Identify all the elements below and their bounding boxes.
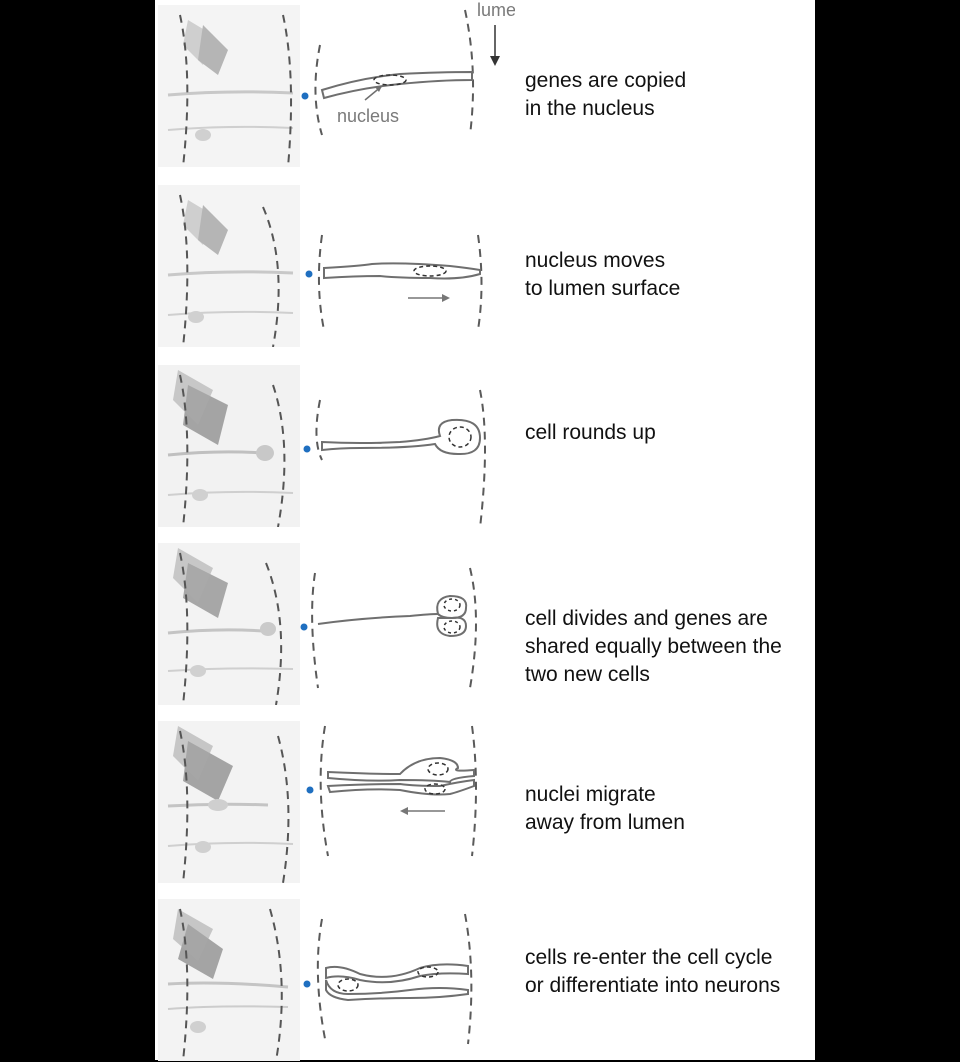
basal-wall <box>315 399 323 461</box>
basal-wall <box>319 725 329 857</box>
micrograph-3 <box>158 365 300 527</box>
lumen-wall <box>469 567 477 689</box>
micrograph-6 <box>158 899 300 1061</box>
step-panel-1: nucleus lumen genes are copied in the nu… <box>155 0 815 168</box>
nucleus-outline <box>448 426 472 448</box>
daughter-cell-upper <box>327 756 475 784</box>
cell-sketch-4 <box>300 567 477 689</box>
nucleus-pointer-arrowhead <box>375 86 382 92</box>
lumen-wall <box>464 913 473 1045</box>
cell-sketch-3 <box>303 389 486 528</box>
cell-outline <box>323 262 481 280</box>
step-caption-5: nuclei migrate away from lumen <box>525 783 685 834</box>
basal-wall <box>316 918 327 1045</box>
lumen-wall <box>479 389 486 528</box>
micrograph-2 <box>158 185 300 347</box>
step-panel-2: nucleus moves to lumen surface <box>155 180 815 348</box>
lumen-label: lumen <box>477 0 515 20</box>
step-caption-2: nucleus moves to lumen surface <box>525 249 681 300</box>
nucleus-outline-lower <box>424 783 446 795</box>
nucleus-outline-upper <box>443 598 461 612</box>
step-caption-3: cell rounds up <box>525 421 656 444</box>
cell-outline <box>321 418 482 456</box>
basal-wall <box>311 572 319 689</box>
nucleus-outline-lower <box>443 620 461 634</box>
lumen-wall <box>471 725 477 857</box>
nucleus-outline-lower <box>337 978 359 992</box>
marker-dot <box>303 980 311 988</box>
movement-arrowhead <box>400 807 408 815</box>
movement-arrowhead <box>442 294 450 302</box>
daughter-cell-lower <box>326 778 475 796</box>
step-caption-1: genes are copied in the nucleus <box>525 69 687 120</box>
cell-process <box>317 613 439 625</box>
micrograph-4 <box>158 543 300 705</box>
step-panel-6: cells re-enter the cell cycle or differe… <box>155 894 815 1062</box>
nucleus-outline-upper <box>427 762 449 776</box>
nucleus-outline <box>413 265 447 277</box>
cell-sketch-6 <box>303 913 473 1045</box>
cell-sketch-2 <box>305 234 483 331</box>
cell-cycle-figure: nucleus lumen genes are copied in the nu… <box>155 0 815 1062</box>
daughter-cell-lower <box>325 979 469 1002</box>
step-panel-3: cell rounds up <box>155 360 815 528</box>
step-panel-5: nuclei migrate away from lumen <box>155 716 815 884</box>
basal-wall <box>317 234 325 331</box>
marker-dot <box>303 445 311 453</box>
cell-sketch-5 <box>306 725 477 857</box>
step-panel-4: cell divides and genes are shared equall… <box>155 538 815 706</box>
micrograph-1 <box>158 5 300 167</box>
cell-outline <box>320 70 473 100</box>
lumen-wall <box>477 234 483 331</box>
step-caption-6: cells re-enter the cell cycle or differe… <box>525 946 781 997</box>
nucleus-label: nucleus <box>337 106 399 126</box>
daughter-cell-upper <box>325 963 469 984</box>
lumen-arrowhead <box>490 56 500 66</box>
basal-wall <box>314 44 323 136</box>
step-caption-4: cell divides and genes are shared equall… <box>525 607 782 686</box>
marker-dot <box>305 270 313 278</box>
nucleus-outline <box>373 74 407 86</box>
marker-dot <box>301 92 309 100</box>
micrograph-5 <box>158 721 300 883</box>
marker-dot <box>300 623 308 631</box>
marker-dot <box>306 786 314 794</box>
nucleus-outline-upper <box>417 966 439 978</box>
cell-sketch-1: nucleus lumen <box>301 0 515 136</box>
daughter-cell-lower <box>436 616 468 638</box>
